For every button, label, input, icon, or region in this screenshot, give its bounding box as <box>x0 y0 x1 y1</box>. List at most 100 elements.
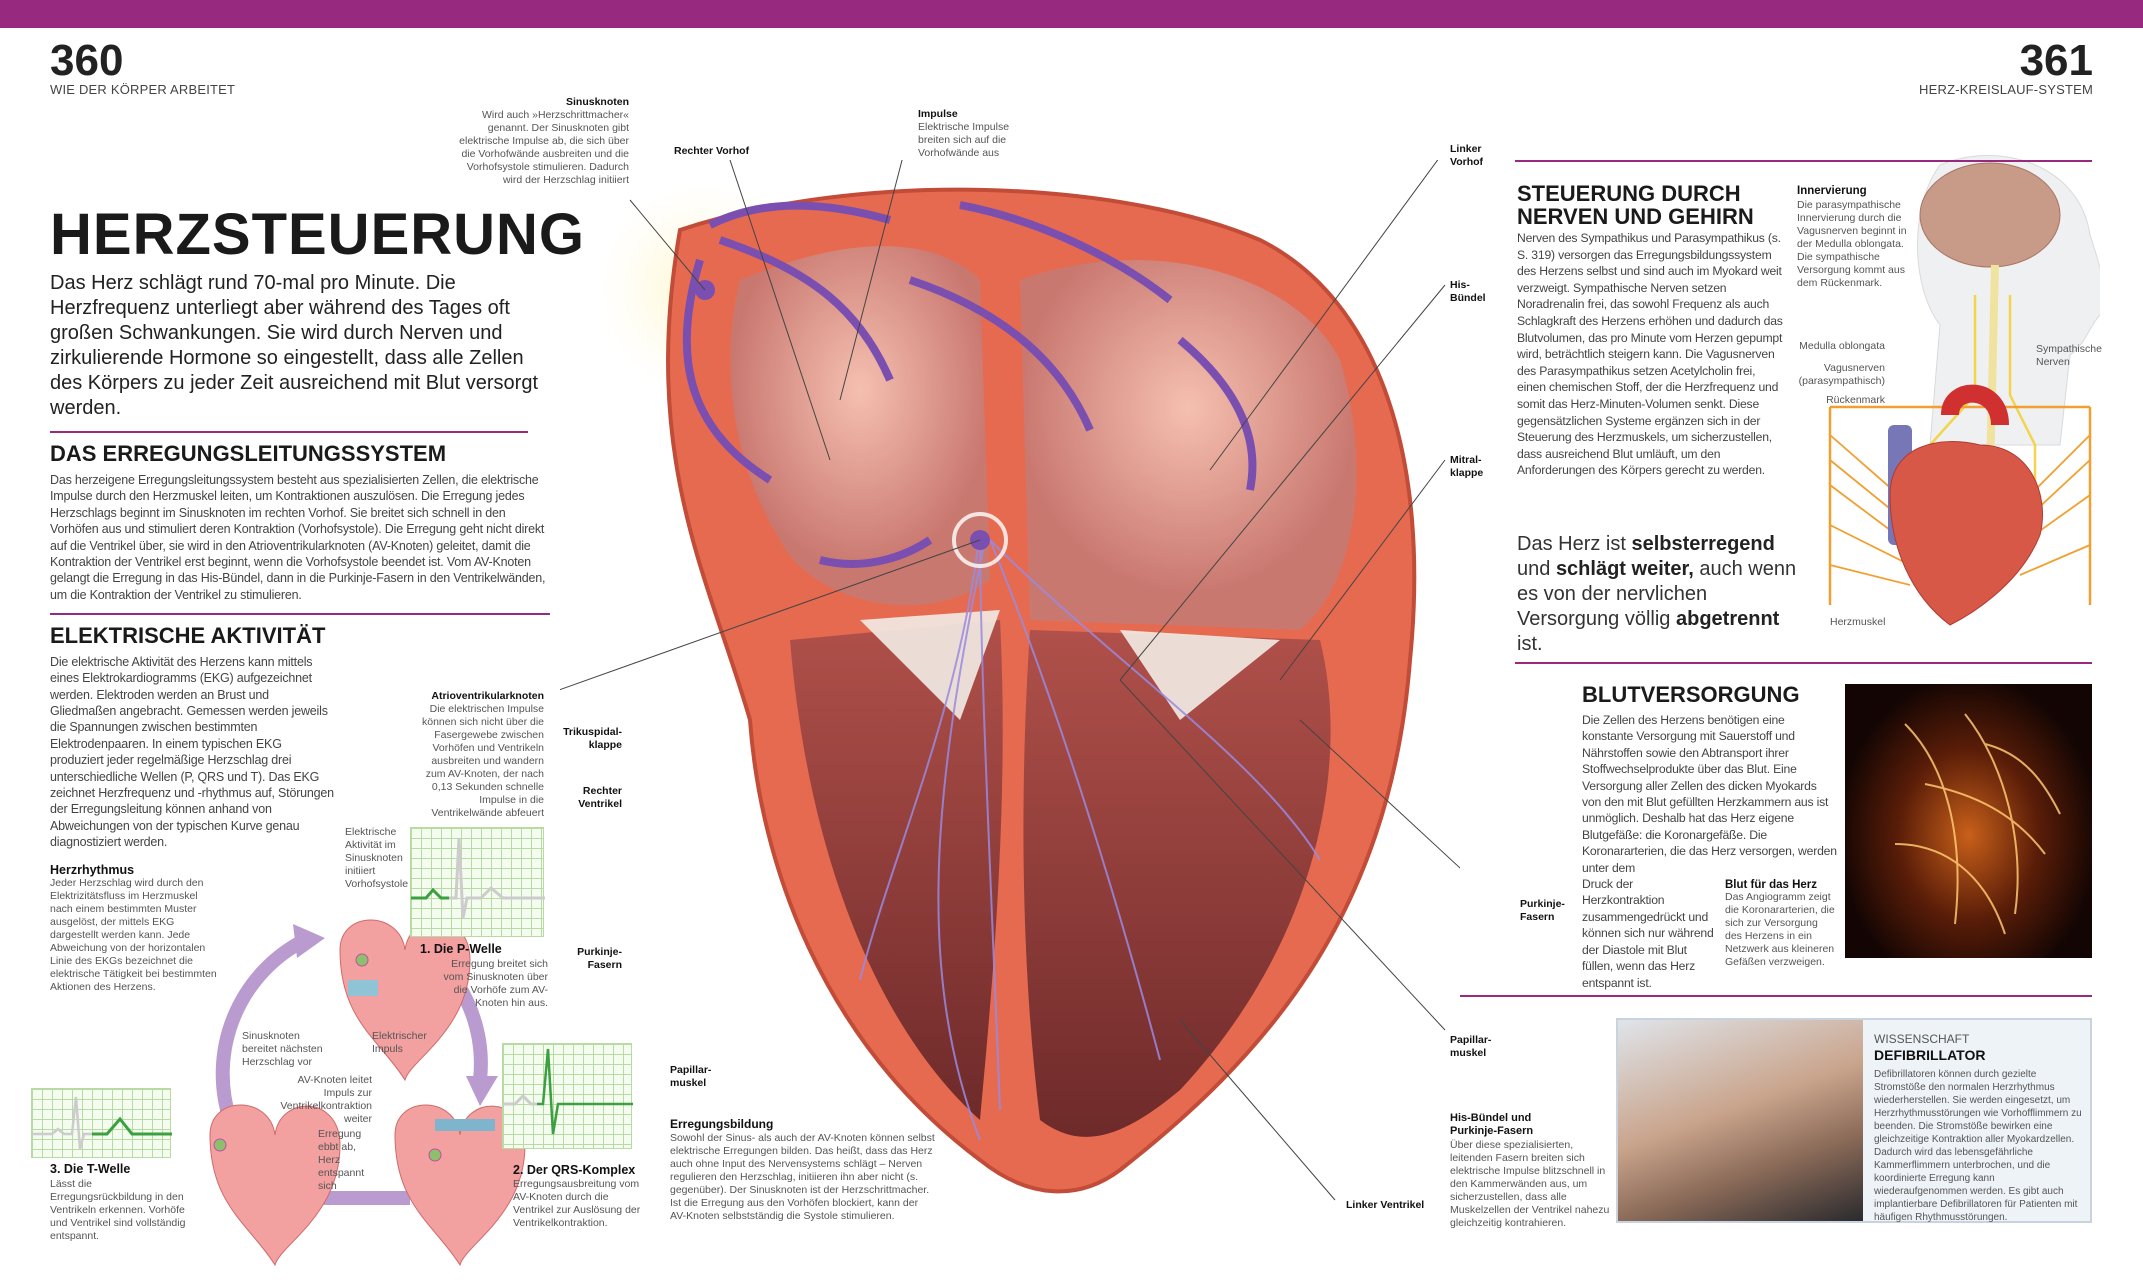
label-av-node: AV-Knoten leitet Impuls zur Ventrikelkon… <box>280 1074 372 1125</box>
divider <box>1460 995 2092 997</box>
p-wave-body: Erregung breitet sich vom Sinusknoten üb… <box>443 958 548 1009</box>
label-his-bundle: His-Bündel <box>1450 279 1486 304</box>
label-heart-muscle: Herzmuskel <box>1830 616 1886 628</box>
page-title: HERZSTEUERUNG <box>50 202 586 267</box>
electrical-body: Die elektrische Aktivität des Herzens ka… <box>50 654 334 850</box>
aorta <box>1941 384 2009 426</box>
conduction-body: Das herzeigene Erregungsleitungssystem b… <box>50 473 546 602</box>
label-papillary-left: Papillar-muskel <box>670 1064 712 1089</box>
blood-supply-column: BLUTVERSORGUNG Die Zellen des Herzens be… <box>1582 682 1837 991</box>
defibrillator-photo <box>1618 1020 1863 1221</box>
box-title: DEFIBRILLATOR <box>1874 1047 1986 1063</box>
section-heading-conduction: DAS ERREGUNGSLEITUNGSSYSTEM <box>50 441 447 466</box>
qrs-body: Erregungsausbreitung vom AV-Knoten durch… <box>513 1178 641 1229</box>
divider <box>50 613 550 615</box>
left-atrium-chamber <box>1020 259 1357 630</box>
label-sinus-node-title: Sinusknoten <box>565 96 629 108</box>
heart-cross-section-illustration <box>560 160 1460 1201</box>
label-purkinje-left: Purkinje-Fasern <box>577 946 622 971</box>
label-impulse: Elektrischer Impuls <box>372 1030 427 1055</box>
t-wave-body: Lässt die Erregungsrückbildung in den Ve… <box>50 1178 186 1242</box>
t-wave-title: 3. Die T-Welle <box>50 1162 131 1176</box>
label-generation-body: Sowohl der Sinus- als auch der AV-Knoten… <box>670 1132 935 1222</box>
section-label-right: HERZ-KREISLAUF-SYSTEM <box>1919 82 2093 97</box>
label-right-atrium: Rechter Vorhof <box>674 145 750 157</box>
label-impulse-body: Elektrische Impulse breiten sich auf die… <box>918 121 1010 159</box>
label-right-ventricle: Rechter Ventrikel <box>578 785 622 810</box>
label-relax: Erregung ebbt ab, Herz entspannt sich <box>318 1128 365 1192</box>
label-vagus: Vagusnerven (parasympathisch) <box>1798 362 1885 387</box>
purkinje-fibers <box>859 529 1321 1141</box>
top-color-bar <box>0 0 2143 28</box>
page-number-left: 360 <box>50 36 124 85</box>
label-impulse-title: Impulse <box>918 108 958 120</box>
defibrillator-box: WISSENSCHAFT DEFIBRILLATOR Defibrillator… <box>1616 1018 2092 1223</box>
spinal-cord <box>1986 264 1999 476</box>
intro-text: Das Herz schlägt rund 70-mal pro Minute.… <box>50 272 538 419</box>
qrs-title: 2. Der QRS-Komplex <box>513 1163 636 1177</box>
quote-emphasis: selbsterregend <box>1631 533 1775 555</box>
label-his-purkinje-title: His-Bündel und Purkinje-Fasern <box>1450 1112 1534 1137</box>
blood-supply-row: Druck der Herzkontraktion zusammengedrüc… <box>1582 876 1837 991</box>
label-generation-title: Erregungsbildung <box>670 1117 774 1131</box>
angiogram-caption-body: Das Angiogramm zeigt die Koronararterien… <box>1725 891 1835 969</box>
label-av-node-body: Die elektrischen Impulse können sich nic… <box>422 703 544 819</box>
blood-supply-body-cont: Druck der Herzkontraktion zusammengedrüc… <box>1582 877 1714 990</box>
section-heading-blood-supply: BLUTVERSORGUNG <box>1582 682 1800 707</box>
label-spinal-cord: Rückenmark <box>1826 394 1885 406</box>
label-sinus-node-body: Wird auch »Herzschrittmacher« genannt. D… <box>459 109 629 186</box>
label-left-atrium: Linker Vorhof <box>1450 143 1484 168</box>
nerve-brain-heart-illustration <box>1828 155 2100 626</box>
label-tricuspid: Trikuspidal-klappe <box>563 726 622 751</box>
label-purkinje-right: Purkinje-Fasern <box>1520 898 1565 923</box>
innervation-body: Die parasympathische Innervierung durch … <box>1797 199 1907 289</box>
cycle-arrow <box>215 933 309 1123</box>
divider <box>50 431 528 433</box>
section-label-left: WIE DER KÖRPER ARBEITET <box>50 82 236 97</box>
label-av-node-title: Atrioventrikularknoten <box>431 690 544 702</box>
leader-lines <box>560 160 1460 1201</box>
p-wave-title: 1. Die P-Welle <box>420 942 502 956</box>
quote-text: ist. <box>1517 633 1543 655</box>
label-papillary-right: Papillar-muskel <box>1450 1034 1492 1059</box>
ekg-t-wave-chart <box>31 1088 172 1158</box>
quote-emphasis: schlägt weiter, <box>1555 558 1694 580</box>
quote-text: auch wenn es von der nervlichen Versorgu… <box>1517 558 1797 630</box>
angiogram-caption-title: Blut für das Herz <box>1725 879 1818 892</box>
section-heading-electrical: ELEKTRISCHE AKTIVITÄT <box>50 622 326 648</box>
box-kicker: WISSENSCHAFT <box>1874 1032 1970 1046</box>
av-node-ring <box>952 512 1008 568</box>
heart-diagram-top <box>339 919 471 1082</box>
pull-quote: Das Herz ist selbsterregend und schlägt … <box>1517 532 1807 657</box>
label-medulla: Medulla oblongata <box>1799 340 1885 352</box>
label-his-purkinje-body: Über diese spezialisierten, leitenden Fa… <box>1450 1139 1610 1229</box>
divider <box>1515 662 2092 664</box>
label-sinus-activity: Elektrische Aktivität im Sinusknoten ini… <box>345 826 409 890</box>
ekg-p-wave-chart <box>410 827 545 937</box>
blood-supply-body: Die Zellen des Herzens benötigen eine ko… <box>1582 713 1837 875</box>
heart-muscle <box>1889 441 2043 626</box>
right-atrium-chamber <box>730 246 990 606</box>
brain <box>1919 162 2061 268</box>
ekg-qrs-chart <box>502 1043 633 1149</box>
heart-valves <box>860 610 1280 720</box>
label-sinus-next: Sinusknoten bereitet nächsten Herzschlag… <box>242 1030 323 1068</box>
nerves-body: Nerven des Sympathikus und Parasympathik… <box>1517 231 1783 478</box>
divider <box>1515 160 2092 162</box>
box-body: Defibrillatoren können durch gezielte St… <box>1874 1069 2082 1223</box>
impulse-arrows <box>682 201 1257 568</box>
quote-text: und <box>1517 558 1556 580</box>
rhythm-heading: Herzrhythmus <box>50 862 135 877</box>
quote-text: Das Herz ist <box>1517 533 1632 555</box>
rhythm-body: Jeder Herzschlag wird durch den Elektriz… <box>50 876 217 993</box>
ekg-cycle-diagram <box>209 919 526 1267</box>
left-ventricle-chamber <box>1023 630 1331 1137</box>
label-sympathetic: Sympathische Nerven <box>2036 343 2102 368</box>
quote-emphasis: abgetrennt <box>1675 608 1780 630</box>
heart-diagram-bottom-left <box>209 1104 341 1267</box>
innervation-title: Innervierung <box>1797 185 1867 197</box>
page-number-right: 361 <box>2019 36 2093 85</box>
cycle-arrowhead <box>466 1076 498 1106</box>
label-left-ventricle: Linker Ventrikel <box>1346 1199 1425 1211</box>
section-heading-nerves: STEUERUNG DURCH NERVEN UND GEHIRN <box>1517 181 1754 229</box>
